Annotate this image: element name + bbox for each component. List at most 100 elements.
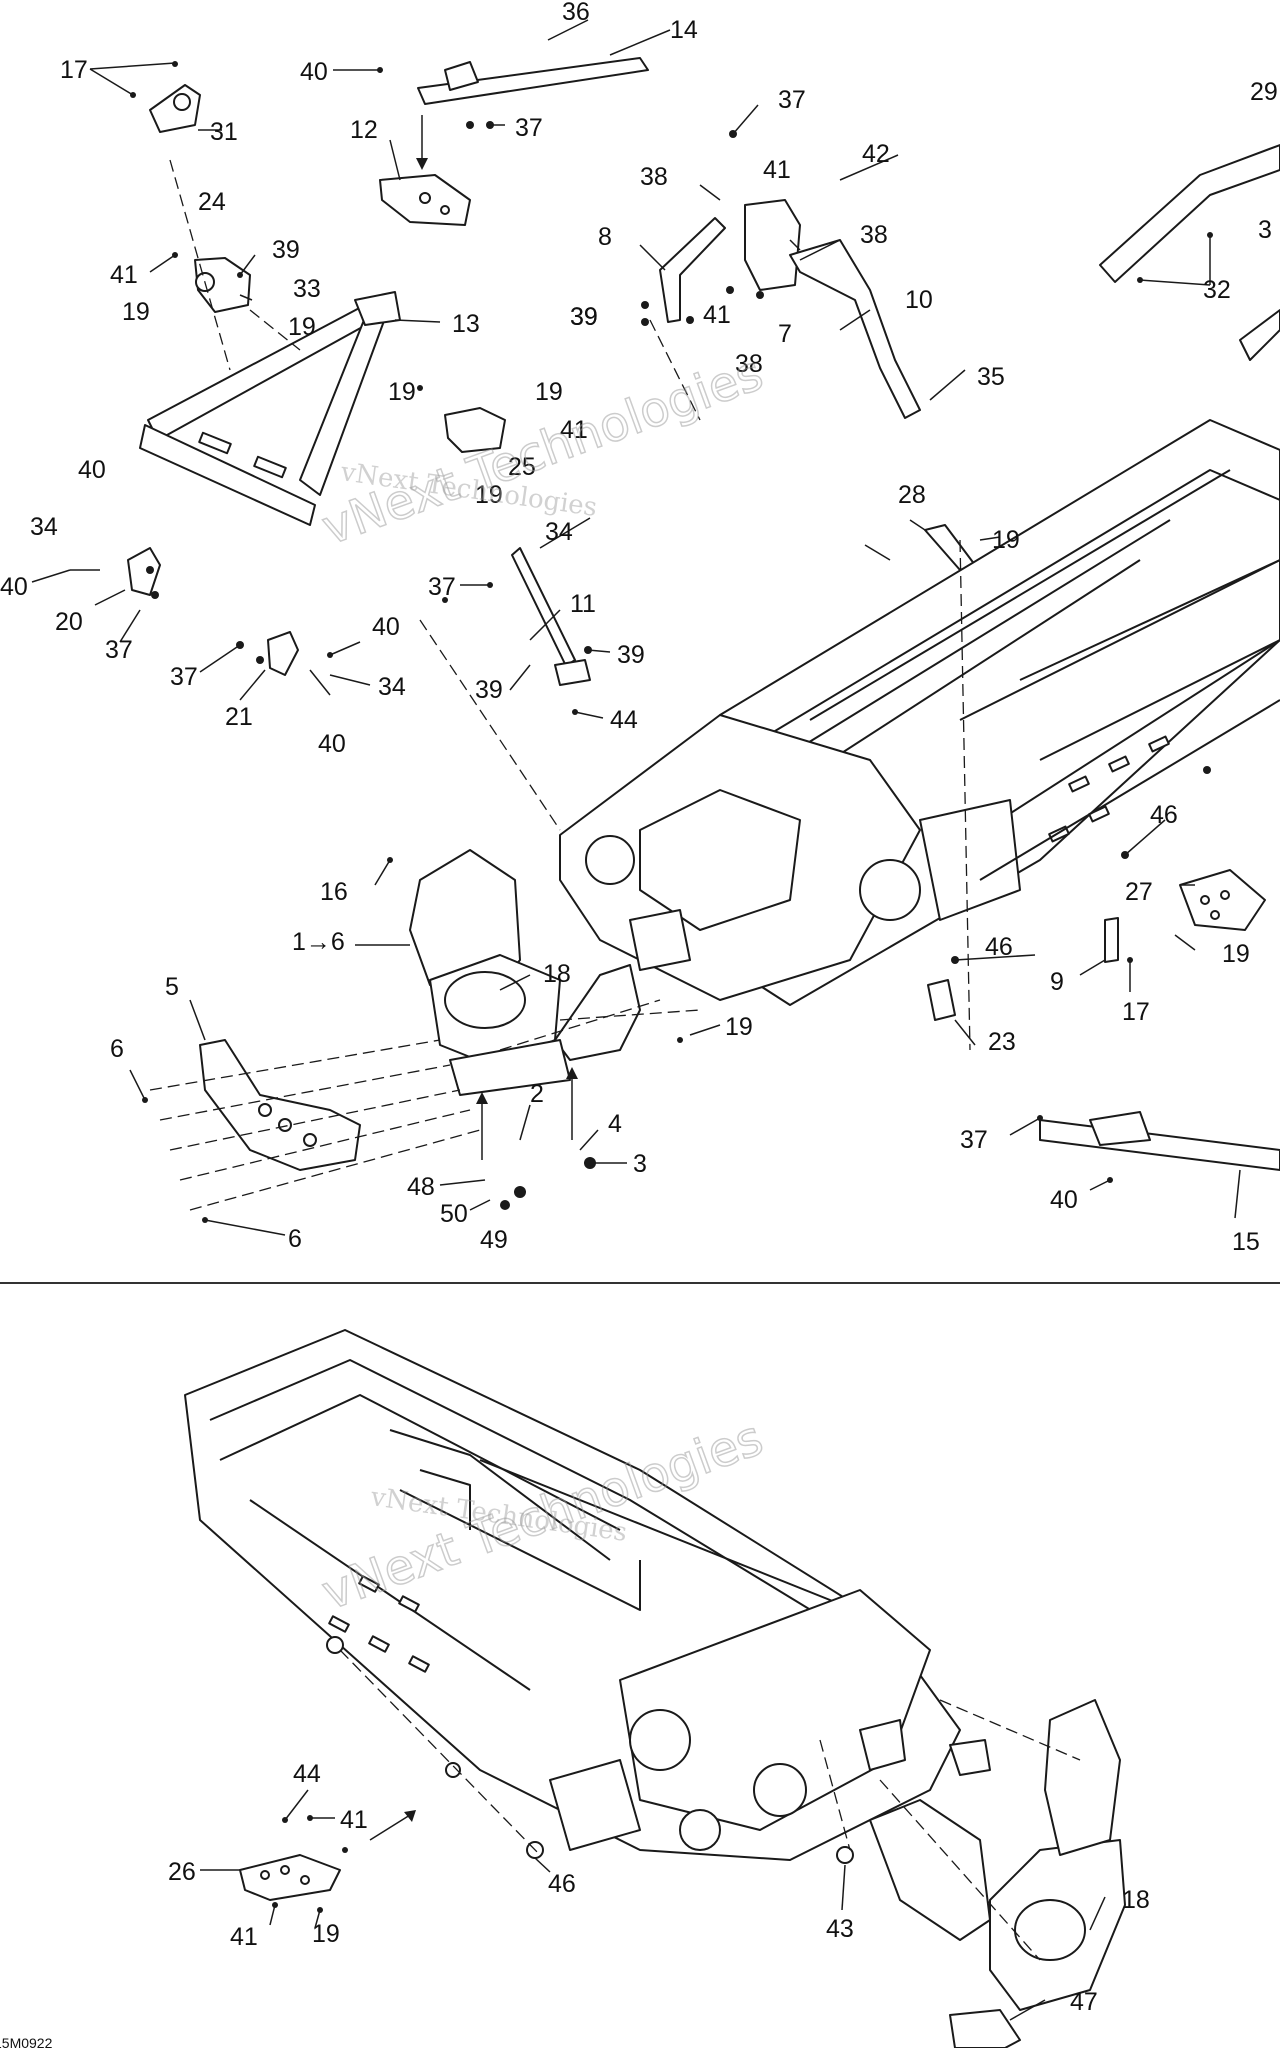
front-bulkhead-group bbox=[199, 849, 641, 1171]
callout-label: 8 bbox=[598, 223, 612, 251]
callout-label: 27 bbox=[1125, 878, 1153, 906]
callout-label: 34 bbox=[545, 518, 573, 546]
callout-label: 21 bbox=[225, 703, 253, 731]
callout-label: 3 bbox=[1258, 216, 1272, 244]
callout-label: 47 bbox=[1070, 1988, 1098, 2016]
part-20-bracket bbox=[127, 547, 161, 596]
main-chassis-upper bbox=[559, 419, 1280, 1006]
callout-label: 19 bbox=[1222, 940, 1250, 968]
callout-label: 39 bbox=[475, 676, 503, 704]
callout-label: 41 bbox=[763, 156, 791, 184]
part-14-upper-bar bbox=[417, 57, 649, 105]
callout-label: 32 bbox=[1203, 276, 1231, 304]
callout-label: 41 bbox=[230, 1923, 258, 1951]
callout-label: 19 bbox=[535, 378, 563, 406]
callout-label: 37 bbox=[170, 663, 198, 691]
callout-label: 14 bbox=[670, 16, 698, 44]
callout-label: 40 bbox=[318, 730, 346, 758]
callout-label: 6 bbox=[288, 1225, 302, 1253]
callout-label: 6 bbox=[110, 1035, 124, 1063]
callout-label: 9 bbox=[1050, 968, 1064, 996]
callout-label: 38 bbox=[640, 163, 668, 191]
callout-label: 16 bbox=[320, 878, 348, 906]
callout-label: 19 bbox=[725, 1013, 753, 1041]
callout-label: 40 bbox=[0, 573, 28, 601]
callout-label: 39 bbox=[617, 641, 645, 669]
callout-label: 18 bbox=[543, 960, 571, 988]
callout-label: 41 bbox=[340, 1806, 368, 1834]
part-27-footrest bbox=[1179, 869, 1266, 931]
diagram-code: 15M0922 bbox=[0, 2035, 53, 2048]
callout-label: 29 bbox=[1250, 78, 1278, 106]
part-15-rear-bar bbox=[1039, 1119, 1280, 1171]
callout-label: 49 bbox=[480, 1226, 508, 1254]
callout-label: 24 bbox=[198, 188, 226, 216]
callout-label: 37 bbox=[515, 114, 543, 142]
callout-label: 23 bbox=[988, 1028, 1016, 1056]
callout-label: 48 bbox=[407, 1173, 435, 1201]
callout-label: 17 bbox=[60, 56, 88, 84]
callout-label: 11 bbox=[570, 590, 596, 618]
callout-label: 31 bbox=[210, 118, 238, 146]
callout-leaders bbox=[31, 19, 1241, 2021]
callout-label: 36 bbox=[562, 0, 590, 26]
callout-label: 10 bbox=[905, 286, 933, 314]
callout-label: 44 bbox=[293, 1760, 321, 1788]
part-47-plate bbox=[949, 2009, 1021, 2048]
part-28-bracket bbox=[924, 524, 976, 571]
callout-label: 4 bbox=[608, 1110, 622, 1138]
callout-label: 19 bbox=[475, 481, 503, 509]
callout-label: 40 bbox=[78, 456, 106, 484]
callout-label: 15 bbox=[1232, 1228, 1260, 1256]
callout-label: 41 bbox=[110, 261, 138, 289]
callout-label: 1→6 bbox=[292, 928, 345, 956]
callout-label: 40 bbox=[1050, 1186, 1078, 1214]
part-29-rail bbox=[1099, 144, 1280, 283]
part-8-strut bbox=[659, 217, 726, 323]
callout-label: 37 bbox=[428, 573, 456, 601]
callout-label: 26 bbox=[168, 1858, 196, 1886]
callout-label: 46 bbox=[1150, 801, 1178, 829]
callout-label: 20 bbox=[55, 608, 83, 636]
callout-label: 7 bbox=[778, 320, 792, 348]
callout-label: 42 bbox=[862, 140, 890, 168]
callout-label: 28 bbox=[898, 481, 926, 509]
part-10-strut bbox=[789, 239, 921, 419]
part-23-bracket bbox=[927, 979, 956, 1021]
callout-label: 41 bbox=[703, 301, 731, 329]
main-chassis-lower bbox=[184, 1329, 961, 1861]
callout-label: 19 bbox=[312, 1920, 340, 1948]
callout-label: 40 bbox=[300, 58, 328, 86]
callout-label: 39 bbox=[570, 303, 598, 331]
callout-label: 50 bbox=[440, 1200, 468, 1228]
lower-exploded-view bbox=[184, 1329, 1126, 2048]
callout-label: 19 bbox=[122, 298, 150, 326]
callout-label: 19 bbox=[992, 526, 1020, 554]
callout-label: 33 bbox=[293, 275, 321, 303]
callout-label: 13 bbox=[452, 310, 480, 338]
callout-label: 46 bbox=[548, 1870, 576, 1898]
part-5-plate bbox=[199, 1039, 361, 1171]
callout-label: 37 bbox=[778, 86, 806, 114]
callout-label: 5 bbox=[165, 973, 179, 1001]
callout-label: 41 bbox=[560, 416, 588, 444]
callout-label: 37 bbox=[105, 636, 133, 664]
watermark-upper: vNext Technologies vNext Technologies bbox=[314, 344, 771, 557]
callout-label: 39 bbox=[570, 303, 598, 331]
upper-exploded-view bbox=[127, 57, 1280, 1223]
callout-label: 34 bbox=[30, 513, 58, 541]
callout-label: 40 bbox=[372, 613, 400, 641]
callout-label: 25 bbox=[508, 453, 536, 481]
callout-label: 12 bbox=[350, 116, 378, 144]
callout-label: 38 bbox=[860, 221, 888, 249]
callout-label: 18 bbox=[1122, 1886, 1150, 1914]
part-25-bracket bbox=[444, 407, 506, 453]
watermark-outline-text: vNext Technologies bbox=[315, 345, 770, 556]
callout-label: 43 bbox=[826, 1915, 854, 1943]
callout-label: 46 bbox=[985, 933, 1013, 961]
callout-label: 17 bbox=[1122, 998, 1150, 1026]
part-26-footrest bbox=[239, 1854, 341, 1901]
callout-label: 3 bbox=[633, 1150, 647, 1178]
